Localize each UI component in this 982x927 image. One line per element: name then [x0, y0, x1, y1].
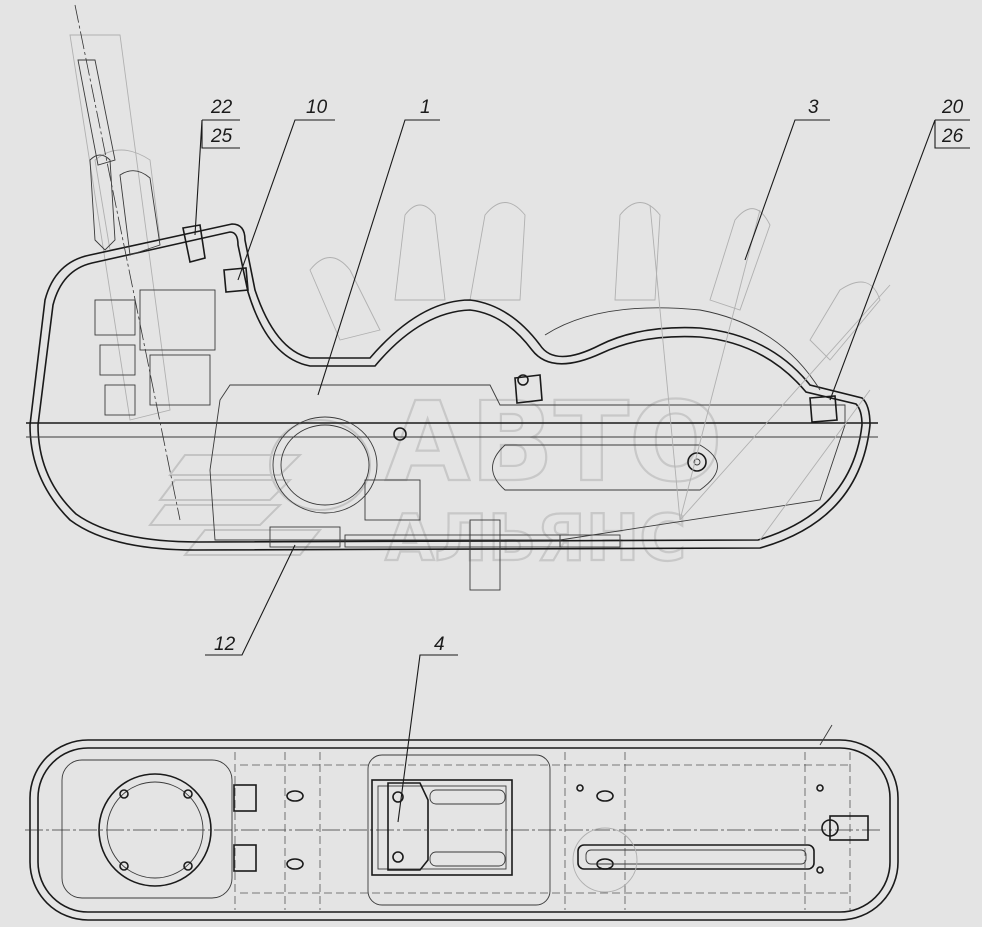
callout-22: 22: [210, 97, 233, 118]
slot-hole: [286, 858, 304, 870]
housing-outer-shell: [29, 223, 871, 551]
flange-bolt: [183, 789, 193, 799]
plan-pocket-center: [367, 754, 551, 906]
slot-hole: [286, 790, 304, 802]
lever-slot: [492, 444, 718, 491]
plan-slot-right-inner: [585, 849, 807, 865]
leader-3: [744, 119, 830, 261]
construction-line: [759, 389, 871, 541]
watermark-line2: АЛЬЯНС: [385, 502, 686, 576]
bracket-right: [809, 395, 838, 423]
plan-construction-circle: [572, 827, 638, 893]
latch-screw: [392, 851, 404, 863]
bolt-upper: [517, 374, 529, 386]
cover-arc: [544, 307, 821, 391]
leader-20-26: [829, 119, 970, 401]
lever-centerline: [74, 4, 181, 521]
plan-slot-right: [577, 844, 815, 870]
section-mark: [819, 724, 833, 746]
housing-side-view: [26, 4, 891, 591]
callout-4: 4: [434, 634, 445, 655]
bracket-top-left: [182, 224, 206, 263]
flange-bolt: [119, 861, 129, 871]
housing-inner-shell: [37, 231, 863, 543]
bolt-center: [393, 427, 407, 441]
latch-rail: [429, 789, 506, 805]
flange-bolt: [119, 789, 129, 799]
callout-3: 3: [808, 97, 819, 118]
control-cylinder-inner: [280, 424, 370, 506]
clip-upper: [233, 784, 257, 812]
watermark-line1: АВТО: [385, 378, 723, 506]
construction-line: [649, 204, 681, 521]
bottom-plate-right: [559, 534, 621, 548]
latch-screw: [392, 791, 404, 803]
latch-rail: [429, 851, 506, 867]
pivot-center: [693, 458, 701, 466]
callout-leaders: [194, 119, 970, 823]
control-cylinder: [272, 416, 378, 514]
latch-frame-inner: [377, 785, 507, 870]
leader-22-25: [194, 119, 240, 236]
plan-flange-inner: [106, 781, 204, 879]
construction-line: [679, 209, 761, 521]
lever-boot: [89, 154, 161, 256]
callout-26: 26: [941, 126, 964, 147]
callout-25: 25: [210, 126, 233, 147]
bracket-center: [514, 374, 543, 404]
leader-4: [397, 654, 458, 823]
callout-12: 12: [214, 634, 236, 655]
callout-20: 20: [941, 97, 964, 118]
watermark: АВТО АЛЬЯНС: [148, 377, 724, 577]
watermark-logo: [148, 419, 371, 556]
slot-hole: [596, 790, 614, 802]
leader-12: [205, 544, 296, 656]
clip-lower: [233, 844, 257, 872]
plan-pocket-left: [61, 759, 233, 899]
inner-panel: [209, 384, 846, 541]
construction-line: [679, 284, 891, 521]
leader-10: [237, 119, 335, 281]
mark-hole: [576, 784, 584, 792]
pivot-pin-block: [829, 815, 869, 841]
plan-hidden-lines: [234, 752, 851, 910]
latch-plate-4: [387, 782, 429, 871]
latch-frame: [371, 779, 513, 876]
plan-flange: [98, 773, 212, 887]
valve-block: [94, 289, 501, 591]
leader-1: [317, 119, 440, 396]
lever-shaft: [77, 59, 116, 166]
callout-labels: 22 25 10 1 3 20 26 12 4: [210, 97, 964, 655]
callout-1: 1: [420, 97, 431, 118]
bracket-10: [223, 267, 249, 293]
lever-phantom-positions: [69, 34, 881, 421]
flange-bolt: [183, 861, 193, 871]
bottom-plate-left: [269, 526, 341, 548]
mark-hole: [816, 866, 824, 874]
callout-10: 10: [306, 97, 328, 118]
mark-hole: [816, 784, 824, 792]
housing-plan-view: [25, 724, 899, 921]
